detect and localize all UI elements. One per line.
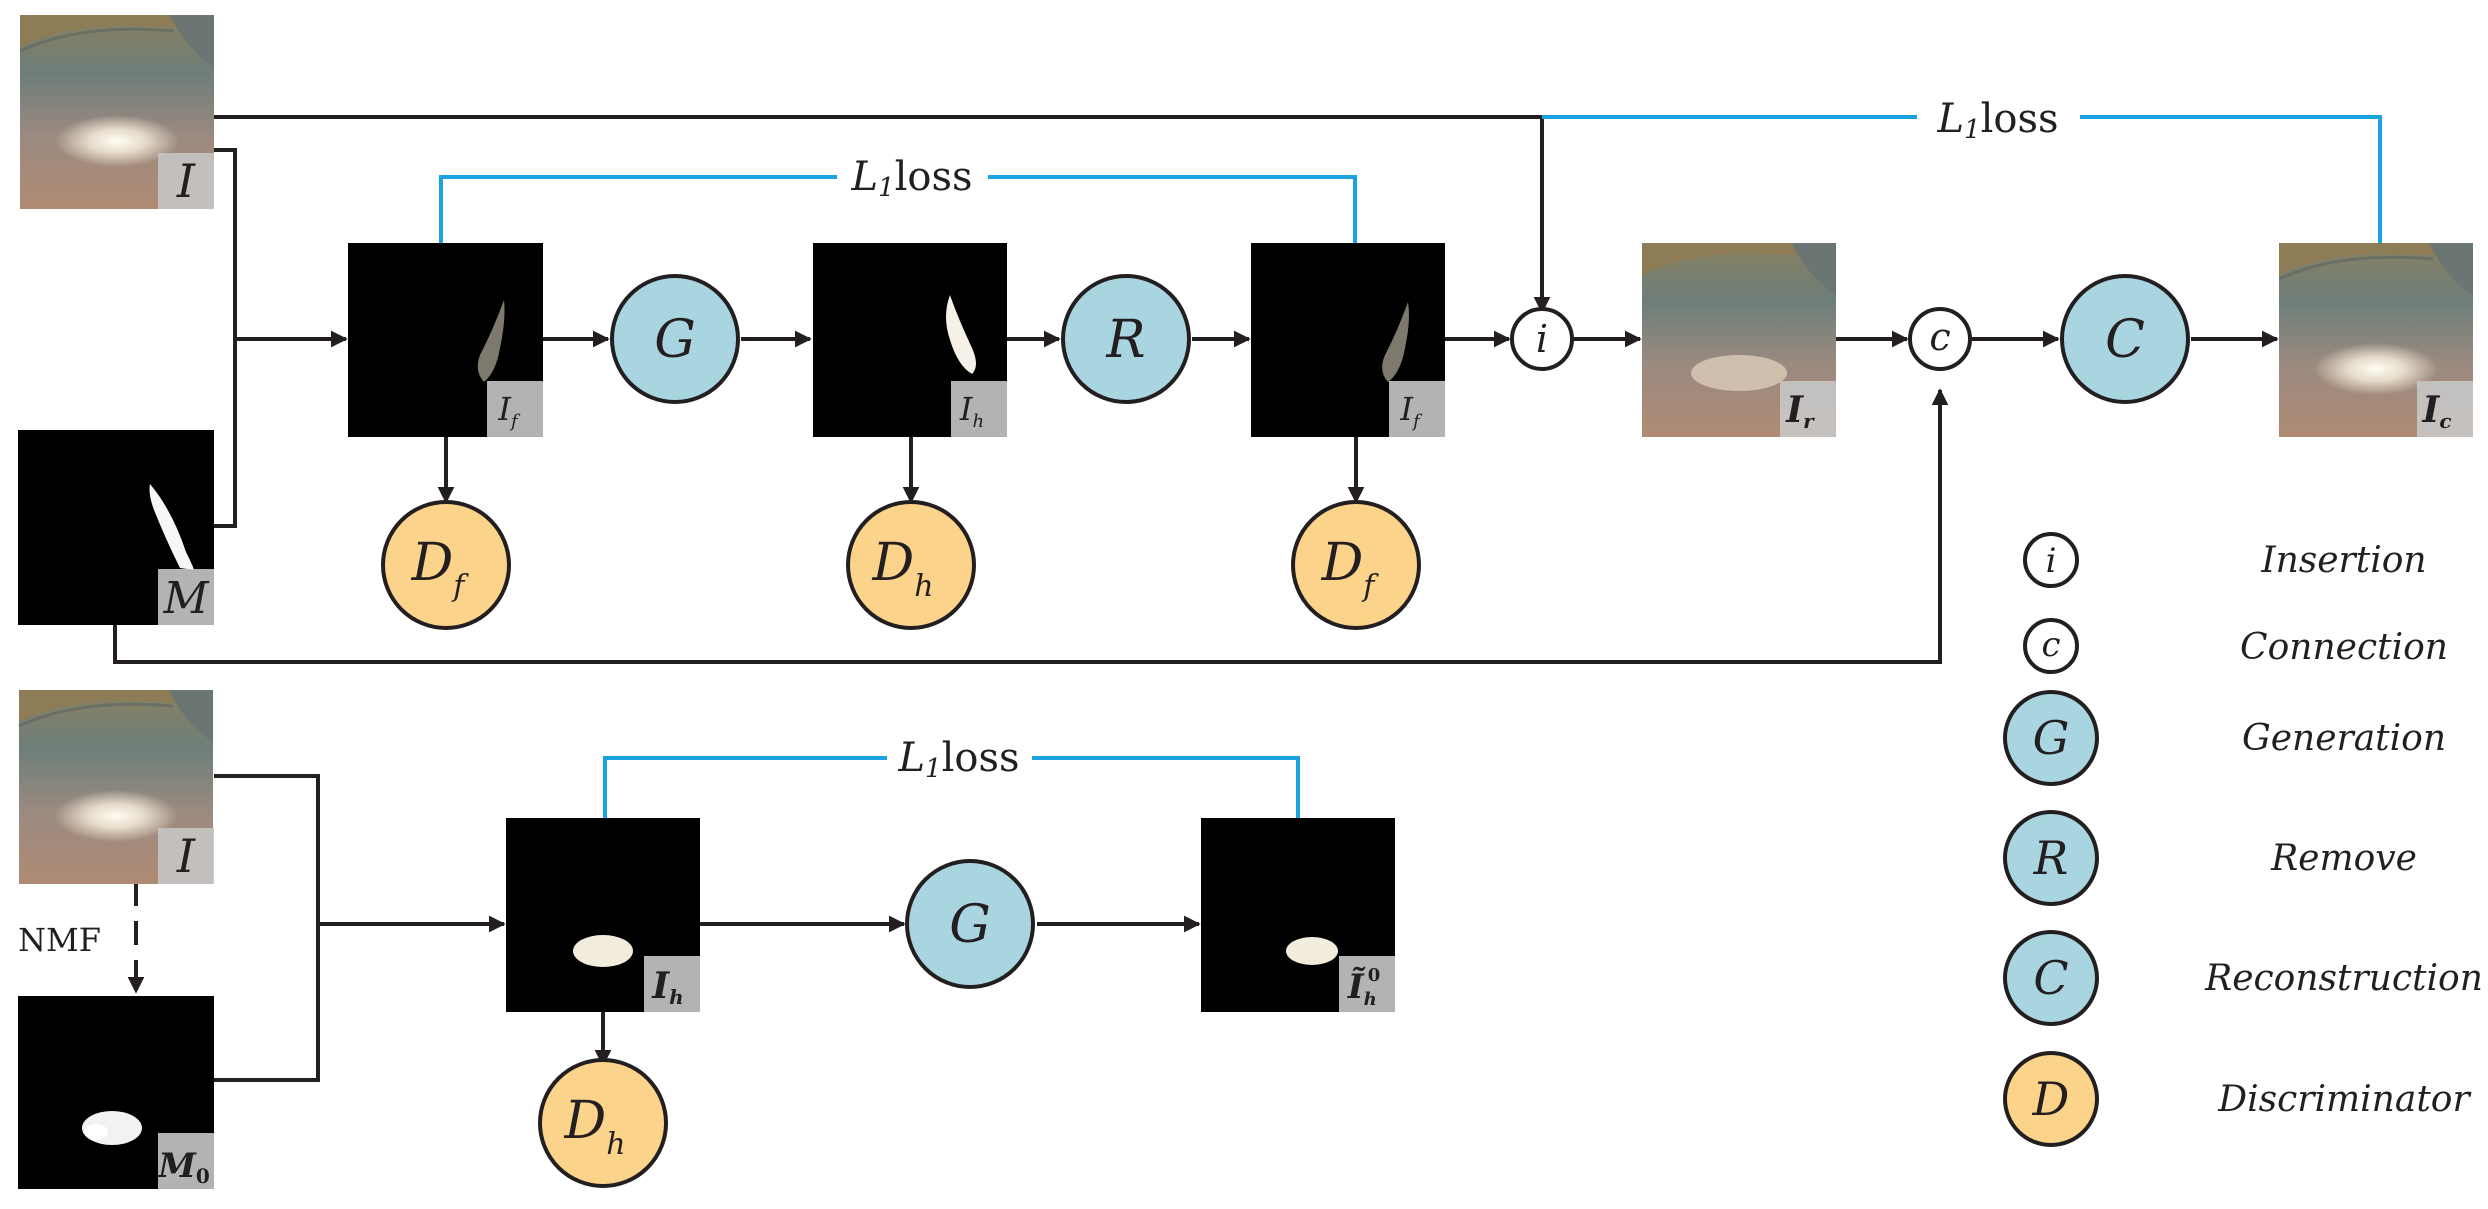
nmf-label: NMF	[18, 921, 101, 959]
legend-generation-label: Generation	[2242, 718, 2446, 759]
legend-generation: G Generation	[2003, 690, 2446, 786]
loss-label-lower: L1loss	[897, 735, 1019, 784]
generation-node-lower-symbol: G	[949, 895, 991, 955]
legend-remove: R Remove	[2003, 810, 2417, 906]
legend-connection-label: Connection	[2240, 627, 2448, 668]
loss-brackets	[439, 115, 2382, 818]
legend-reconstruction: C Reconstruction	[2003, 930, 2483, 1026]
highlight-label-lower: Ih	[651, 965, 683, 1009]
reconstruction-node: C	[2060, 274, 2190, 404]
connection-node-symbol: c	[1929, 315, 1950, 359]
discriminator-h-symbol-lower: Dh	[563, 1091, 625, 1162]
input-bracket-line	[214, 148, 237, 528]
reconstructed-label: Ic	[2421, 389, 2451, 433]
feature-image-2: If	[1251, 243, 1445, 437]
highlight-image-lower: Ih	[506, 818, 700, 1012]
lower-bracket-line	[214, 774, 320, 1082]
insertion-node-symbol: i	[1536, 317, 1548, 361]
mask-to-connection-line	[113, 388, 1949, 664]
label-tag	[951, 381, 1007, 437]
process-nodes: G R C G Df Dh Df Dh	[381, 274, 2190, 1188]
discriminator-h-node: Dh	[846, 500, 976, 630]
insertion-node: i	[1510, 307, 1574, 371]
legend-discriminator-label: Discriminator	[2217, 1079, 2471, 1120]
legend-remove-label: Remove	[2270, 838, 2417, 879]
mask-label: M	[162, 573, 209, 624]
label-tag	[1780, 381, 1836, 437]
generated-highlight-image: Ĩh0	[1201, 818, 1395, 1012]
removed-label: Ir	[1785, 389, 1815, 433]
discriminator-h-symbol: Dh	[871, 533, 933, 604]
loss-label-top: L1loss	[1936, 96, 2058, 145]
input-image-top: I	[20, 15, 214, 209]
generated-highlight-label: Ĩh0	[1347, 965, 1381, 1010]
legend: i Insertion c Connection G Generation R …	[2003, 532, 2483, 1147]
highlight-image: Ih	[813, 243, 1007, 437]
label-tag	[158, 153, 214, 209]
legend-discriminator-symbol: D	[2032, 1072, 2070, 1126]
legend-discriminator: D Discriminator	[2003, 1051, 2471, 1147]
loss-bracket-top	[1542, 115, 2382, 245]
loss-bracket-feature	[439, 175, 1357, 245]
legend-insertion-label: Insertion	[2260, 540, 2426, 581]
input-image-bottom: I	[18, 690, 214, 884]
loss-bracket-lower	[603, 756, 1300, 818]
mask-image: M	[18, 430, 214, 625]
label-tag	[2417, 381, 2473, 437]
label-tag	[158, 828, 214, 884]
label-tag	[487, 381, 543, 437]
feature-image-1: If	[348, 243, 543, 437]
generation-node-lower: G	[905, 859, 1035, 989]
reconstructed-image: Ic	[2279, 243, 2473, 437]
input-image-label: I	[176, 154, 196, 208]
legend-connection-symbol: c	[2041, 625, 2060, 665]
legend-reconstruction-symbol: C	[2033, 951, 2068, 1005]
input-image-label-bottom: I	[176, 829, 196, 883]
legend-connection: c Connection	[2023, 618, 2448, 674]
nmf-mask-image: M0	[18, 996, 214, 1189]
legend-reconstruction-label: Reconstruction	[2204, 958, 2483, 999]
legend-generation-symbol: G	[2033, 711, 2070, 765]
nmf-mask-label: M0	[157, 1146, 210, 1188]
discriminator-f-node-1: Df	[381, 500, 511, 630]
connector-lines	[113, 115, 2279, 1082]
discriminator-f-node-2: Df	[1291, 500, 1421, 630]
removed-image: Ir	[1642, 243, 1836, 437]
remove-node: R	[1061, 274, 1191, 404]
highlight-label: Ih	[959, 390, 984, 432]
generation-node-symbol: G	[654, 310, 696, 370]
label-tag	[1339, 956, 1395, 1012]
legend-insertion: i Insertion	[2023, 532, 2427, 588]
legend-remove-symbol: R	[2033, 831, 2069, 885]
loss-label-feature: L1loss	[850, 154, 972, 203]
label-tag	[1389, 381, 1445, 437]
image-tiles: I M If Ih If	[18, 15, 2473, 1189]
connection-node: c	[1908, 307, 1972, 371]
label-tag	[644, 956, 700, 1012]
label-tag	[158, 1133, 214, 1189]
label-tag	[158, 569, 214, 625]
generation-node: G	[610, 274, 740, 404]
loss-labels: L1loss L1loss L1loss	[850, 96, 2058, 784]
reconstruction-node-symbol: C	[2105, 310, 2145, 370]
legend-insertion-symbol: i	[2046, 541, 2057, 581]
discriminator-h-node-lower: Dh	[538, 1058, 668, 1188]
remove-node-symbol: R	[1105, 310, 1145, 370]
